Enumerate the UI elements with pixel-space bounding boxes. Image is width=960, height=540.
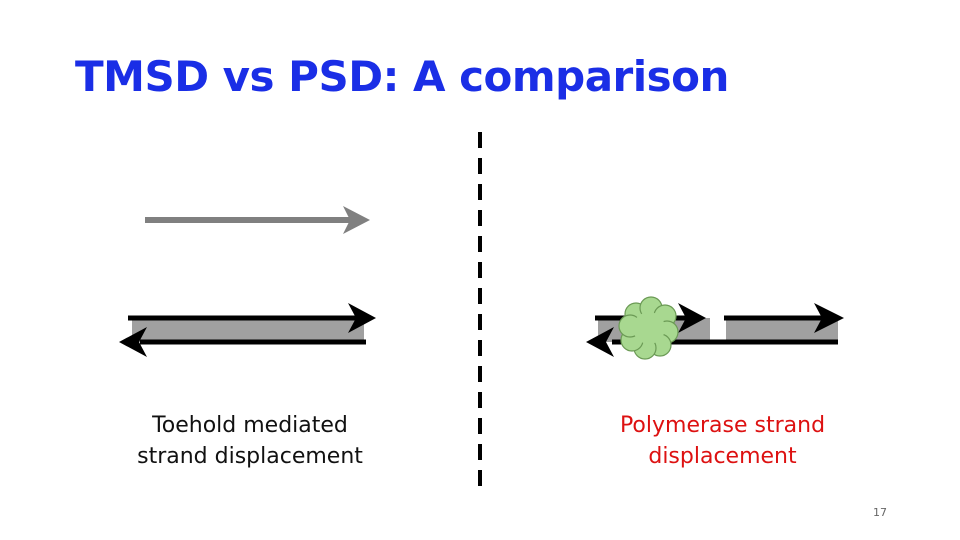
tmsd-diagram	[119, 206, 376, 357]
invader-arrowhead	[343, 206, 370, 234]
psd-caption: Polymerase strand displacement	[565, 410, 880, 472]
displaced-strand-arrowhead	[814, 303, 844, 333]
slide-title: TMSD vs PSD: A comparison	[75, 52, 729, 101]
psd-caption-line1: Polymerase strand	[619, 413, 826, 438]
page-number: 17	[873, 506, 887, 519]
psd-diagram	[586, 296, 844, 360]
nascent-strand-arrowhead	[678, 303, 706, 333]
template-strand-arrowhead	[586, 327, 614, 357]
tmsd-caption-line2: strand displacement	[137, 444, 363, 469]
duplex-fill	[132, 318, 364, 342]
bottom-strand-arrowhead	[119, 327, 147, 357]
tmsd-caption-line1: Toehold mediated	[152, 413, 348, 438]
top-strand-arrowhead	[348, 303, 376, 333]
polymerase-icon	[618, 296, 679, 360]
tmsd-caption: Toehold mediated strand displacement	[95, 410, 405, 472]
psd-caption-line2: displacement	[648, 444, 797, 469]
